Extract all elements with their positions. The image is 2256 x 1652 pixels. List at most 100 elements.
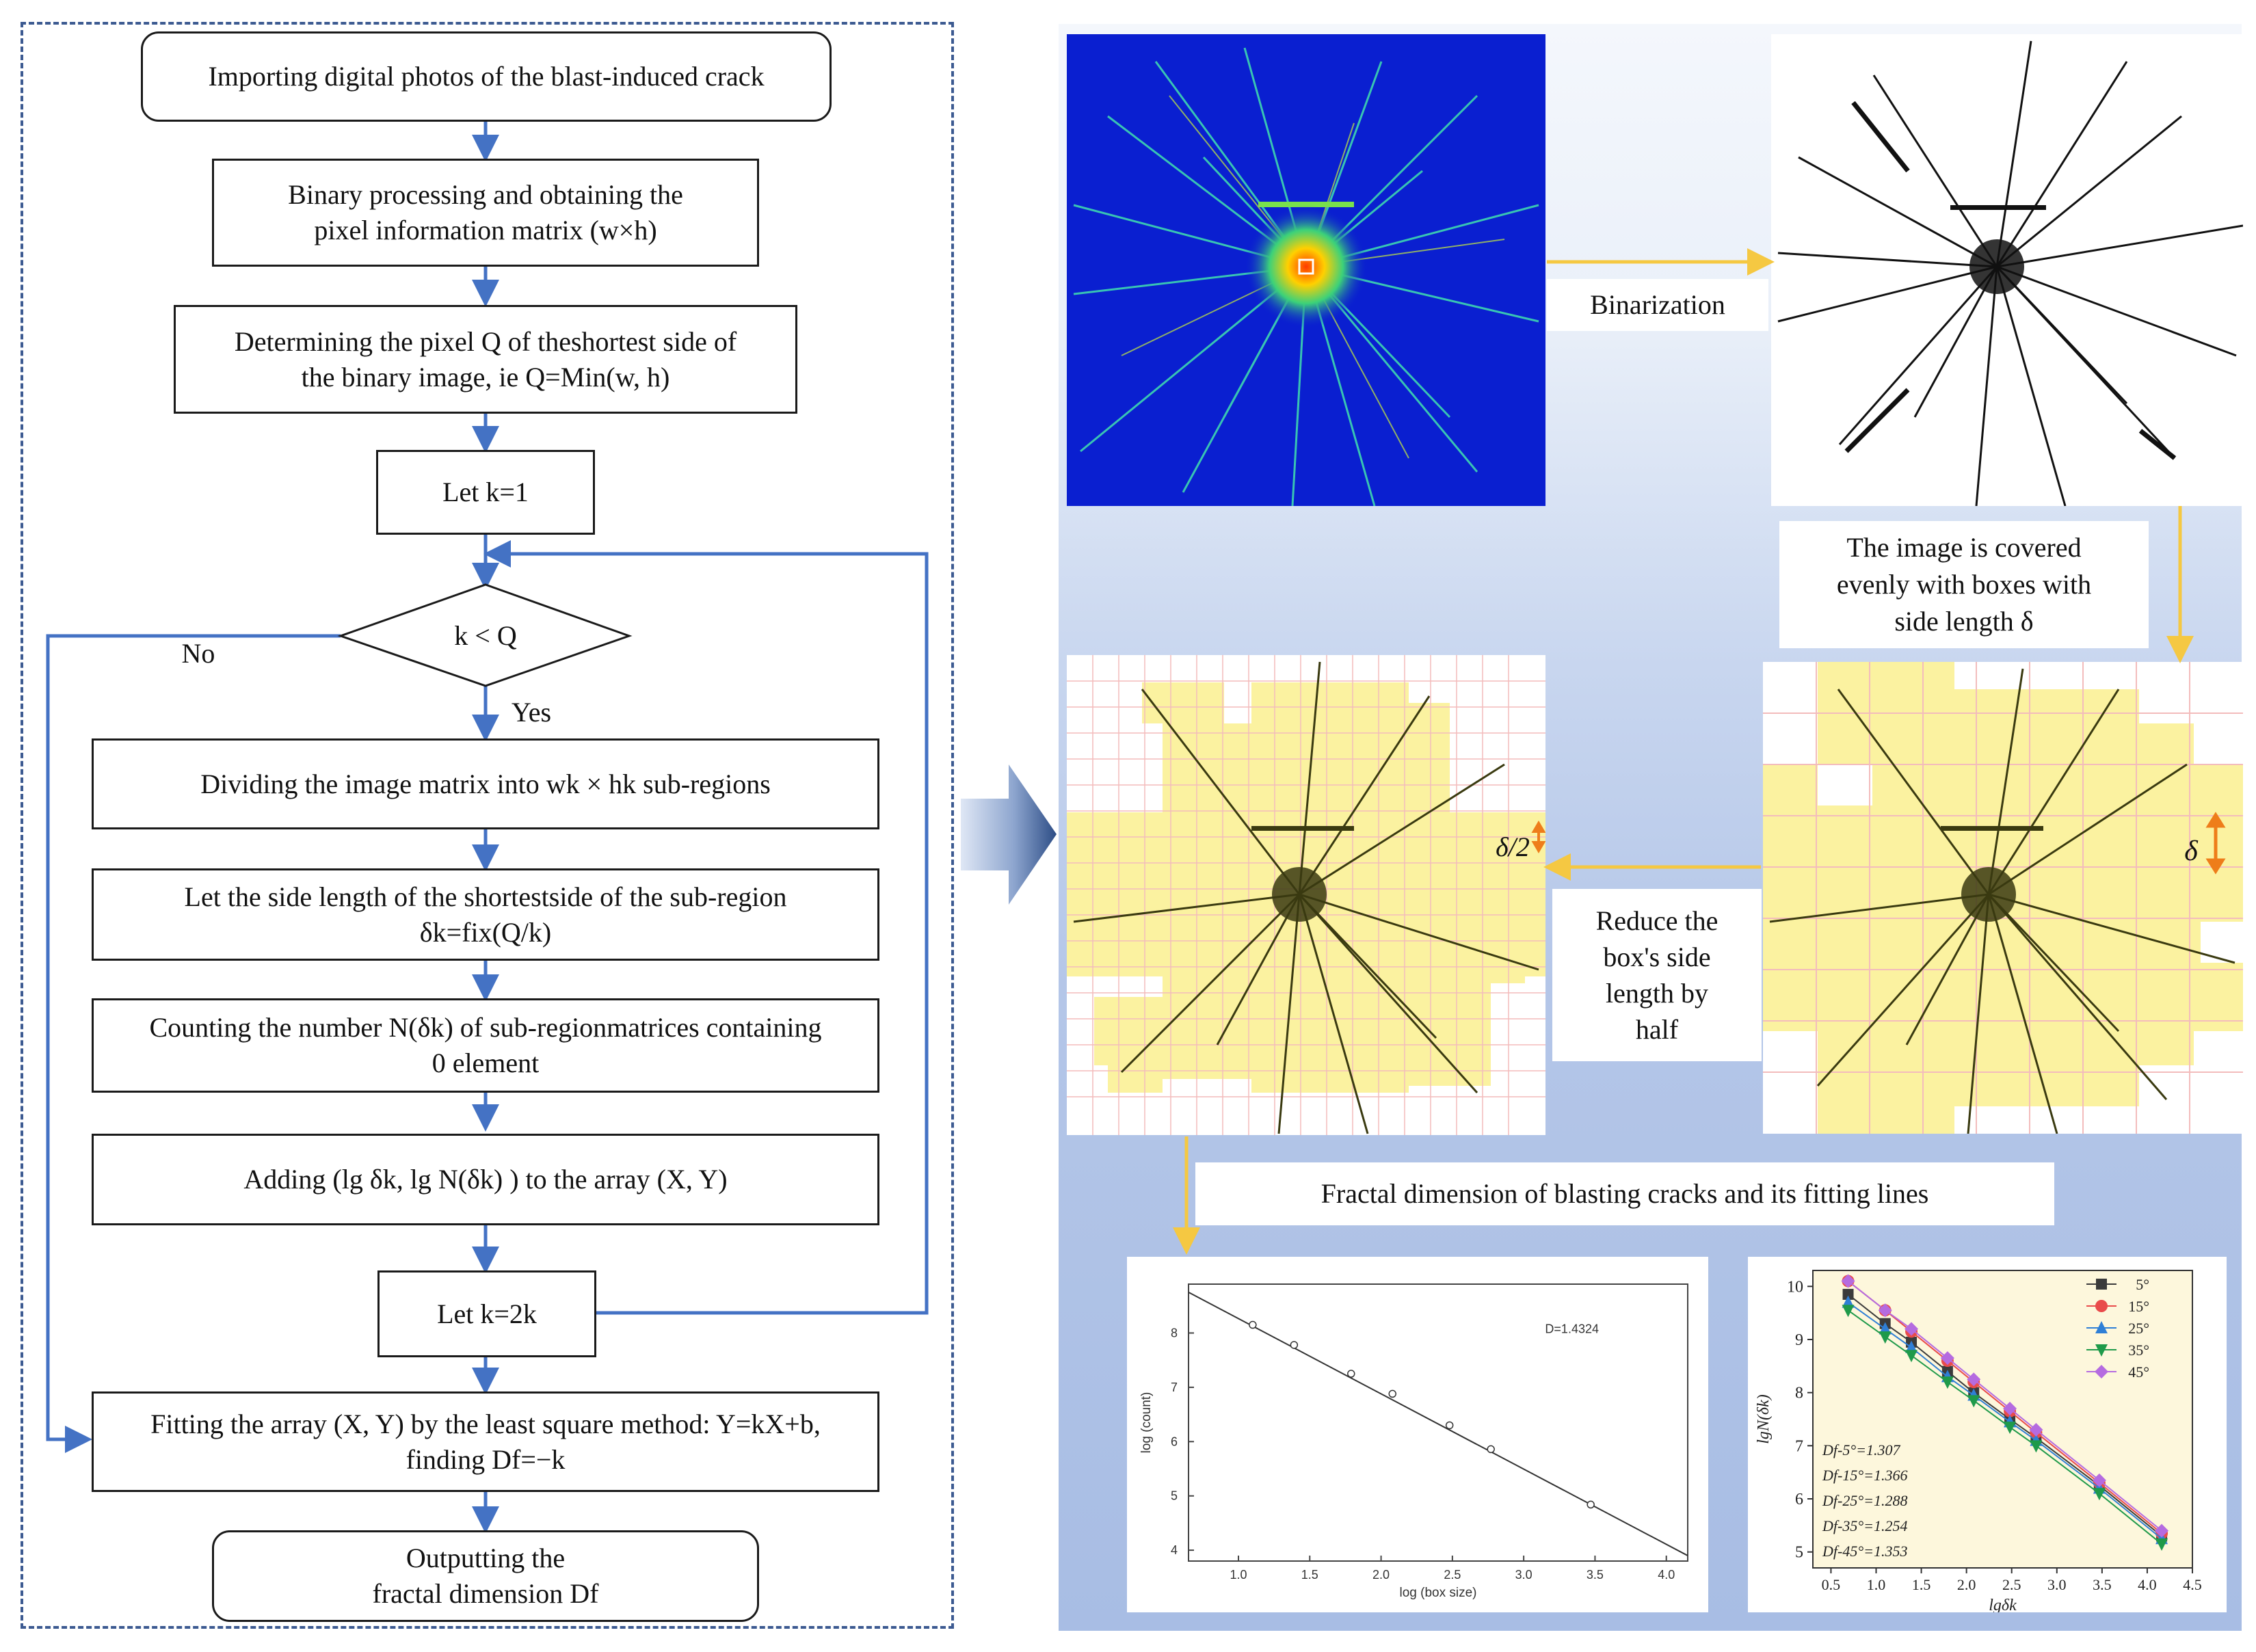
- step-determine-line1: Determining the pixel Q of theshortest s…: [234, 325, 737, 357]
- chart2-data-point: [2155, 1523, 2169, 1538]
- chart2-y-tick-label: 10: [1787, 1278, 1803, 1296]
- chart1-y-tick-label: 5: [1171, 1489, 1178, 1503]
- step-binary: Binary processing and obtaining the pixe…: [212, 159, 759, 267]
- chart2-legend-label: 45°: [2128, 1363, 2149, 1381]
- delta-label: δ: [2184, 836, 2198, 867]
- yes-label: Yes: [511, 697, 552, 728]
- chart2-data-point: [2029, 1423, 2043, 1437]
- chart2-annotation: Df-25°=1.288: [1822, 1492, 1907, 1509]
- chart2-data-point: [2030, 1440, 2043, 1453]
- chart2-data-point: [1905, 1340, 1918, 1353]
- chart1-x-tick-label: 2.0: [1372, 1568, 1390, 1582]
- chart1-y-tick-label: 4: [1171, 1543, 1178, 1557]
- chart2-data-point: [1905, 1322, 1919, 1336]
- chart1-data-point: [1290, 1341, 1299, 1349]
- chart1-data-point: [1487, 1445, 1495, 1454]
- chart2-annotation: Df-5°=1.307: [1822, 1441, 1900, 1458]
- chart1-annotation: D=1.4324: [1545, 1322, 1599, 1335]
- step-divide: Dividing the image matrix into wk × hk s…: [92, 738, 879, 829]
- chart2-data-point: [1879, 1322, 1892, 1335]
- chart2-x-tick-label: 1.5: [1912, 1576, 1931, 1593]
- chart2-data-point: [1967, 1395, 1980, 1408]
- step-binary-line1: Binary processing and obtaining the: [288, 179, 683, 210]
- decision-diamond: [337, 583, 633, 687]
- chart2-legend-marker: [2096, 1279, 2107, 1290]
- chart1-plot-area: [1188, 1283, 1688, 1562]
- chart1-y-tick-label: 7: [1171, 1381, 1178, 1394]
- chart2-data-point: [1967, 1372, 1981, 1387]
- step-sidelen: Let the side length of the shortestside …: [92, 868, 879, 961]
- chart1-data-point: [1587, 1500, 1595, 1509]
- step-output-line1: Outputting the: [406, 1543, 566, 1573]
- reduce-line1: Reduce the: [1595, 905, 1718, 936]
- step-output-line2: fractal dimension Df: [372, 1578, 599, 1609]
- chart1-y-tick-label: 6: [1171, 1435, 1178, 1448]
- chart2-x-tick-label: 2.0: [1957, 1576, 1976, 1593]
- chart2-data-point: [2004, 1422, 2017, 1435]
- step-fit: Fitting the array (X, Y) by the least sq…: [92, 1391, 879, 1492]
- chart2-data-point: [1940, 1351, 1954, 1365]
- chart2-legend-marker: [2095, 1321, 2108, 1333]
- chart2-x-tick-label: 2.5: [2002, 1576, 2021, 1593]
- chart2-y-tick-label: 9: [1795, 1331, 1803, 1349]
- chart2-legend-marker: [2095, 1300, 2108, 1312]
- no-label: No: [181, 638, 215, 669]
- flowchart-connectors: [46, 122, 929, 1534]
- chart1-x-tick-label: 4.0: [1658, 1568, 1675, 1582]
- chart2-data-point: [2155, 1538, 2168, 1551]
- chart2-x-tick-label: 3.5: [2093, 1576, 2112, 1593]
- chart2-legend-label: 5°: [2136, 1276, 2149, 1293]
- covered-line2: evenly with boxes with: [1836, 569, 2092, 600]
- step-import: Importing digital photos of the blast-in…: [141, 31, 832, 122]
- chart1-x-axis-label: log (box size): [1400, 1586, 1477, 1600]
- chart2-data-point: [1842, 1295, 1855, 1308]
- chart2-annotation: Df-15°=1.366: [1822, 1467, 1907, 1484]
- chart2-x-tick-label: 4.5: [2183, 1576, 2202, 1593]
- chart2-legend-marker: [2095, 1344, 2108, 1357]
- chart2-x-axis-label: lgδk: [1989, 1597, 2017, 1612]
- reduce-line2: box's side: [1603, 942, 1711, 972]
- chart1-x-tick-label: 2.5: [1444, 1568, 1461, 1582]
- step-binary-line2: pixel information matrix (w×h): [314, 215, 657, 245]
- chart2-legend-label: 25°: [2128, 1320, 2149, 1337]
- chart1-data-point: [1347, 1370, 1355, 1378]
- half-box-image: [1067, 655, 1545, 1135]
- chart2-y-tick-label: 8: [1795, 1385, 1803, 1402]
- chart1-data-point: [1445, 1421, 1454, 1430]
- step-sidelen-line2: δk=fix(Q/k): [419, 916, 552, 948]
- chart2-data-point: [1842, 1288, 1854, 1300]
- reduce-label: Reduce the box's side length by half: [1552, 889, 1762, 1061]
- chart2-plot-area: [1812, 1270, 2193, 1569]
- chart2-data-point: [2003, 1401, 2017, 1415]
- covered-label: The image is covered evenly with boxes w…: [1779, 521, 2149, 648]
- box-covered-image: [1763, 662, 2243, 1134]
- binarization-label: Binarization: [1547, 279, 1768, 331]
- chart1-data-point: [1249, 1320, 1257, 1329]
- reduce-line3: length by: [1606, 978, 1708, 1009]
- chart2-data-point: [2093, 1488, 2106, 1501]
- chart2-data-point: [1941, 1376, 1954, 1389]
- step-output: Outputting the fractal dimension Df: [212, 1530, 759, 1622]
- chart2-data-point: [1879, 1331, 1892, 1344]
- chart1-y-axis-label: log (count): [1139, 1392, 1154, 1454]
- covered-line3: side length δ: [1894, 606, 2034, 637]
- chart2-data-point: [1842, 1305, 1855, 1318]
- chart1-x-tick-label: 1.0: [1230, 1568, 1247, 1582]
- step-let-k2k: Let k=2k: [377, 1270, 596, 1357]
- step-count-line2: 0 element: [432, 1048, 540, 1078]
- process-arrows: [1173, 248, 2194, 1255]
- binarized-crack-image: [1771, 34, 2243, 506]
- chart2-y-tick-label: 5: [1795, 1544, 1803, 1562]
- chart2-x-tick-label: 3.0: [2047, 1576, 2067, 1593]
- covered-line1: The image is covered: [1846, 532, 2082, 563]
- chart2-x-tick-label: 4.0: [2138, 1576, 2157, 1593]
- step-fit-line1: Fitting the array (X, Y) by the least sq…: [150, 1408, 821, 1439]
- step-count: Counting the number N(δk) of sub-regionm…: [92, 998, 879, 1093]
- decision-label: k < Q: [454, 620, 517, 651]
- step-let-k1: Let k=1: [376, 450, 595, 535]
- chart2-legend-marker: [2095, 1365, 2108, 1378]
- chart2-data-point: [2092, 1473, 2106, 1487]
- chart2-x-tick-label: 0.5: [1822, 1576, 1841, 1593]
